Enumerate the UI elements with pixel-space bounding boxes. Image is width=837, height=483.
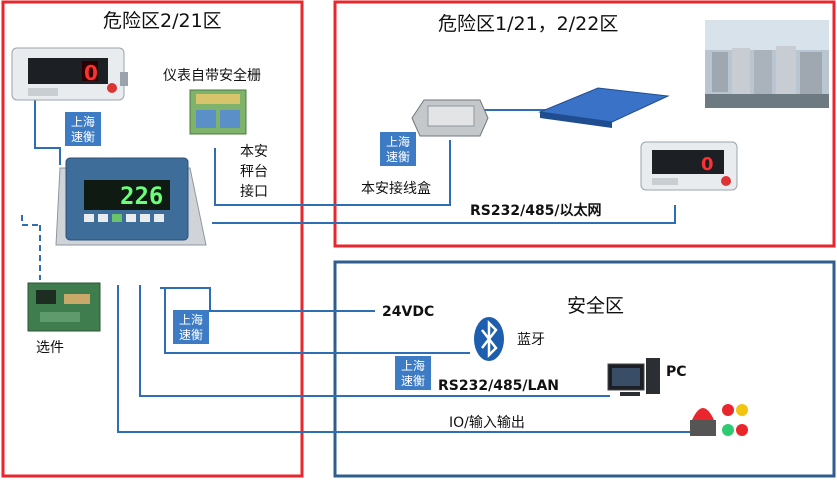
label-options: 选件 [36, 340, 64, 356]
brand-badge-4-line1: 上海 [401, 358, 425, 373]
brand-badge-1-line1: 上海 [71, 114, 95, 129]
safe-zone-border [333, 260, 836, 478]
brand-badge-2-line2: 速衡 [386, 150, 410, 164]
options-board [27, 282, 101, 332]
zone-title-safe: 安全区 [567, 295, 624, 317]
alarm-light-icon [690, 404, 748, 436]
hazard-zone-1-21-border [333, 0, 836, 248]
label-junction-box: 本安接线盒 [361, 180, 431, 197]
remote-display-right-digit: 0 [701, 154, 714, 175]
zone-title-hazard-2-21: 危险区2/21区 [103, 10, 222, 32]
wires [21, 100, 690, 433]
brand-badge-4: 上海 速衡 [395, 356, 431, 390]
hazard-zone-2-21-border [1, 0, 304, 478]
brand-badge-4-line2: 速衡 [401, 374, 425, 388]
indicator-value: 226 [120, 182, 163, 210]
label-intrinsic-line1: 本安 [240, 144, 268, 160]
remote-display-left-digit: 0 [84, 61, 98, 85]
weighing-platform [538, 87, 670, 128]
label-pc: PC [666, 364, 687, 380]
brand-badge-1-line2: 速衡 [71, 130, 95, 144]
wire-rs232-lan [139, 285, 610, 397]
wire-24vdc [160, 287, 375, 312]
label-comm-top: RS232/485/以太网 [470, 202, 602, 219]
label-intrinsic-line3: 接口 [240, 183, 268, 200]
label-io: IO/输入输出 [449, 415, 525, 431]
remote-display-right: 0 [640, 141, 738, 191]
label-24vdc: 24VDC [382, 304, 434, 320]
wire-junction-box [214, 140, 451, 206]
bluetooth-icon [474, 317, 504, 361]
label-bluetooth: 蓝牙 [517, 332, 545, 348]
label-safety-barrier: 仪表自带安全栅 [163, 67, 261, 84]
remote-display-left: 0 [11, 47, 128, 101]
wire-io [117, 285, 690, 433]
junction-box [411, 99, 489, 137]
brand-badge-1: 上海 速衡 [65, 112, 101, 146]
zone-title-hazard-1-21: 危险区1/21，2/22区 [438, 13, 618, 35]
brand-badge-3-line1: 上海 [179, 312, 203, 327]
wire-bluetooth [164, 288, 470, 354]
wire-remote-display [34, 100, 61, 165]
facility-photo [705, 20, 829, 108]
safety-barrier-module [189, 89, 247, 135]
wire-comm-top [212, 205, 676, 224]
brand-badge-3: 上海 速衡 [173, 310, 209, 344]
brand-badge-3-line2: 速衡 [179, 328, 203, 342]
label-intrinsic-line2: 秤台 [240, 164, 268, 180]
brand-badge-2-line1: 上海 [386, 134, 410, 149]
label-comm-bottom: RS232/485/LAN [438, 378, 559, 394]
pc-icon [607, 358, 660, 396]
brand-badge-2: 上海 速衡 [380, 132, 416, 166]
weighing-indicator: 226 [55, 157, 207, 246]
